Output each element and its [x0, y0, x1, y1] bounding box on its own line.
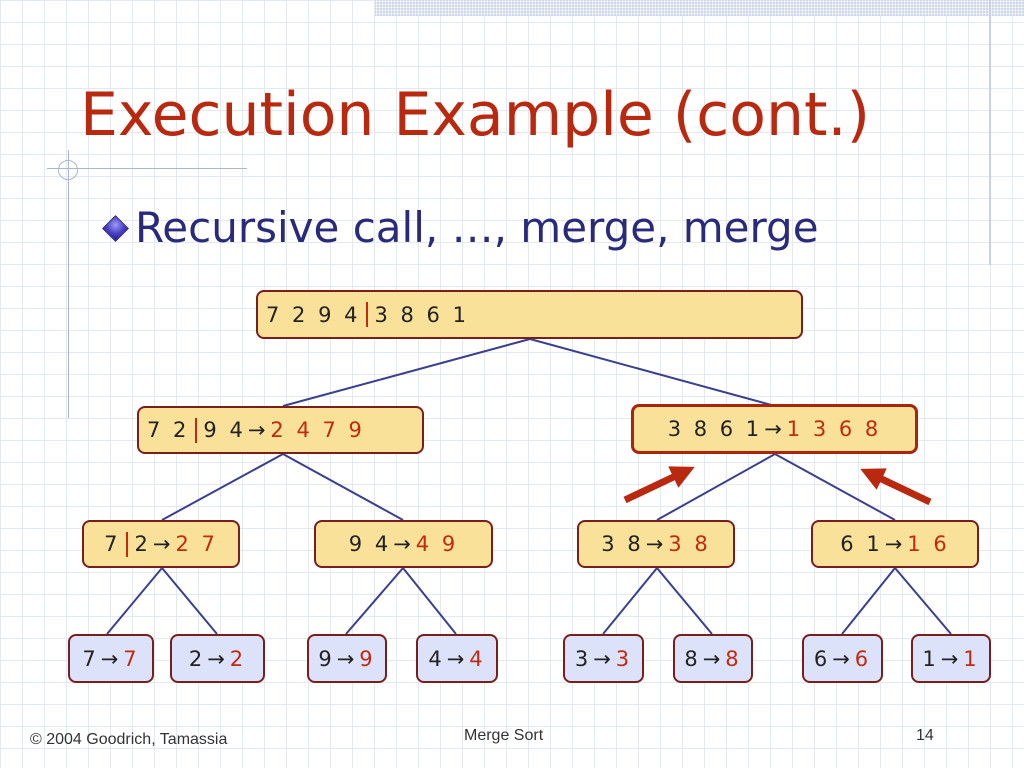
page-number: 14: [916, 727, 934, 744]
root-right-seq: 3 8 6 1: [374, 302, 469, 327]
leaf-node-2: 2 → 2: [170, 634, 265, 683]
leaf-node-7: 6 → 6: [802, 634, 883, 683]
arrow-icon: →: [940, 646, 962, 671]
bullet-text: Recursive call, …, merge, merge: [135, 203, 819, 252]
leaf-6-result: 8: [725, 646, 742, 671]
leaf-node-1: 7 → 7: [68, 634, 154, 683]
leaf-4-input: 4: [428, 646, 445, 671]
merge-arrow-left: [623, 466, 695, 504]
level2-node-4: 6 1 → 1 6: [811, 520, 979, 568]
arrow-icon: →: [100, 646, 122, 671]
arrow-icon: →: [764, 417, 785, 441]
leaf-node-4: 4 → 4: [416, 634, 498, 683]
partition-divider: [195, 417, 198, 443]
level1-left-node: 7 2 9 4 → 2 4 7 9: [137, 406, 424, 454]
level2-node-1: 7 2 → 2 7: [82, 520, 240, 568]
leaf-4-result: 4: [469, 646, 486, 671]
leaf-5-result: 3: [615, 646, 633, 671]
level2-4-input: 6 1: [840, 532, 883, 556]
leaf-8-input: 1: [922, 646, 939, 671]
edge-l2a-left: [106, 567, 163, 635]
edge-root-left: [282, 338, 531, 407]
edge-l2c-right: [656, 567, 713, 635]
leaf-node-5: 3 → 3: [563, 634, 644, 683]
edge-l1b-left: [656, 453, 776, 521]
level1-left-right-seq: 9 4: [203, 418, 246, 442]
arrow-icon: →: [247, 418, 269, 442]
level1-left-left-seq: 7 2: [147, 418, 190, 442]
root-left-seq: 7 2 9 4: [266, 302, 361, 327]
leaf-5-input: 3: [574, 646, 592, 671]
arrow-icon: →: [207, 646, 228, 671]
slide-title: Execution Example (cont.): [80, 80, 871, 150]
leaf-2-input: 2: [188, 646, 206, 671]
edge-l2d-right: [894, 567, 952, 635]
footer-title: Merge Sort: [464, 727, 544, 744]
level1-left-result: 2 4 7 9: [270, 418, 365, 442]
level1-right-result: 1 3 6 8: [786, 417, 882, 441]
arrow-icon: →: [884, 532, 906, 556]
leaf-7-result: 6: [854, 646, 872, 671]
partition-divider: [126, 531, 129, 557]
edge-l2b-left: [345, 567, 404, 635]
level2-2-result: 4 9: [415, 532, 459, 556]
footer-copyright: © 2004 Goodrich, Tamassia: [30, 731, 228, 748]
level2-1-result: 2 7: [175, 532, 218, 556]
leaf-2-result: 2: [229, 646, 247, 671]
edge-l2d-left: [841, 567, 896, 635]
leaf-8-result: 1: [963, 646, 980, 671]
root-node: 7 2 9 4 3 8 6 1: [256, 290, 803, 339]
level2-1-right: 2: [134, 532, 151, 556]
header-band: [375, 0, 1024, 16]
leaf-3-result: 9: [359, 646, 376, 671]
edge-l2c-left: [602, 567, 658, 635]
edge-l1b-right: [774, 453, 896, 521]
arrow-icon: →: [446, 646, 468, 671]
arrow-icon: →: [702, 646, 724, 671]
bullet-item: Recursive call, …, merge, merge: [102, 203, 819, 252]
decor-circle: [58, 160, 78, 180]
leaf-3-input: 9: [318, 646, 335, 671]
leaf-7-input: 6: [813, 646, 831, 671]
arrow-icon: →: [336, 646, 358, 671]
leaf-1-input: 7: [82, 646, 99, 671]
leaf-6-input: 8: [684, 646, 701, 671]
edge-l2a-right: [161, 567, 218, 635]
level2-3-input: 3 8: [601, 532, 644, 556]
leaf-1-result: 7: [123, 646, 140, 671]
arrow-icon: →: [645, 532, 667, 556]
edge-l1a-left: [161, 453, 284, 521]
level2-node-2: 9 4 → 4 9: [314, 520, 493, 568]
level2-2-input: 9 4: [348, 532, 392, 556]
arrow-icon: →: [152, 532, 174, 556]
arrow-icon: →: [832, 646, 853, 671]
leaf-node-8: 1 → 1: [911, 634, 991, 683]
level2-3-result: 3 8: [668, 532, 711, 556]
level2-node-3: 3 8 → 3 8: [577, 520, 735, 568]
decor-vertical-line-right: [989, 0, 991, 265]
decor-horizontal-line: [47, 168, 247, 169]
level2-4-result: 1 6: [907, 532, 950, 556]
partition-divider: [366, 302, 369, 327]
decor-vertical-line-left: [68, 150, 69, 418]
level2-1-left: 7: [104, 532, 121, 556]
leaf-node-3: 9 → 9: [307, 634, 387, 683]
edge-l1a-right: [282, 453, 404, 521]
merge-arrow-right: [860, 468, 932, 506]
level1-right-node: 3 8 6 1 → 1 3 6 8: [631, 404, 918, 454]
arrow-icon: →: [593, 646, 614, 671]
level1-right-input: 3 8 6 1: [667, 417, 763, 441]
edge-l2b-right: [402, 567, 457, 635]
edge-root-right: [529, 338, 776, 407]
arrow-icon: →: [393, 532, 414, 556]
leaf-node-6: 8 → 8: [673, 634, 753, 683]
